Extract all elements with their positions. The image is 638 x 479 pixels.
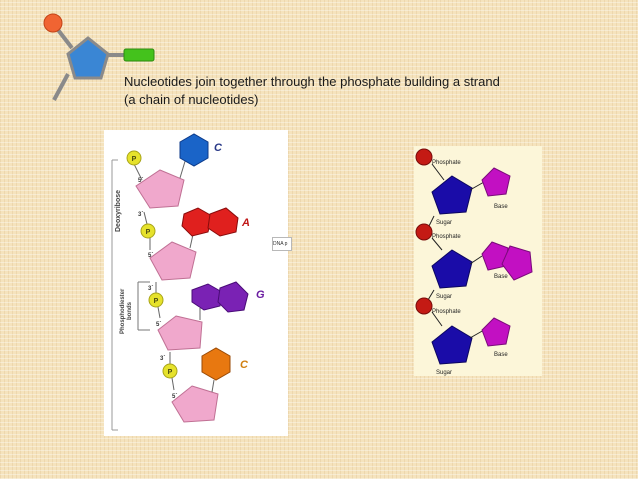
phosphate-icon [415, 223, 433, 241]
sugar-label: Sugar [436, 370, 452, 376]
base-label-g: G [256, 289, 265, 301]
sugar-icon [135, 169, 185, 209]
phosphate-symbol: P [132, 156, 137, 163]
strand-unit-2: Phosphate Base Sugar [415, 223, 533, 301]
nucleotide-logo-icon [43, 13, 155, 101]
caption-line-1: Nucleotides join together through the ph… [124, 74, 500, 89]
base-icon-right [501, 245, 533, 281]
base-label: Base [494, 274, 508, 280]
phosphate-label: Phosphate [432, 160, 461, 166]
base-c-icon [179, 133, 209, 167]
base-c2-icon [201, 347, 231, 381]
phosphate-icon [162, 363, 178, 379]
phosphate-symbol: P [154, 298, 159, 305]
sugar-label: Sugar [436, 220, 452, 226]
nucleotide-unit-3: P 5´ G [148, 281, 265, 351]
phosphate-icon [415, 148, 433, 166]
sugar-icon [171, 385, 219, 423]
deoxyribose-label: Deoxyribose [115, 190, 122, 232]
phosphate-label: Phosphate [432, 309, 461, 315]
phosphate-symbol: P [146, 229, 151, 236]
five-prime-label: 5´ [148, 253, 153, 259]
bonds-label: bonds [127, 301, 133, 320]
base-label: Base [494, 352, 508, 358]
fragment-label: DNA p [272, 237, 292, 251]
base-g-icon-left [191, 283, 223, 311]
base-label-a: A [241, 217, 250, 229]
sugar-icon [431, 175, 473, 215]
caption-line-2: (a chain of nucleotides) [124, 92, 259, 107]
base-icon [481, 167, 511, 197]
five-prime-label: 5´ [156, 322, 161, 328]
nucleotide-unit-1: P 5´ C [126, 133, 223, 209]
nucleotide-chain-diagram: Deoxyribose Phosphodiester bonds P 5´ C … [104, 130, 288, 436]
strand-diagram: Phosphate Base Sugar Phosphate Base Suga… [414, 146, 542, 376]
caption: Nucleotides join together through the ph… [124, 73, 624, 109]
nucleotide-unit-4: P 5´ C [162, 347, 249, 423]
base-icon-left [481, 241, 509, 271]
five-prime-label: 5´ [138, 178, 143, 184]
phosphodiester-label: Phosphodiester [120, 288, 126, 334]
five-prime-label: 5´ [172, 394, 177, 400]
base-a-icon-left [181, 207, 213, 237]
base-g-icon-right [217, 281, 249, 313]
sugar-label: Sugar [436, 294, 452, 300]
strand-unit-3: Phosphate Base Sugar [415, 297, 511, 376]
sugar-icon [431, 249, 473, 289]
three-prime-label: 3´ [138, 212, 143, 218]
base-label: Base [494, 204, 508, 210]
phosphate-icon [415, 297, 433, 315]
strand-unit-1: Phosphate Base Sugar [415, 148, 511, 229]
phosphate-icon [126, 150, 142, 166]
sugar-icon [157, 315, 203, 351]
base-icon [481, 317, 511, 347]
three-prime-label: 3´ [160, 356, 165, 362]
base-label-c: C [214, 142, 223, 154]
phosphate-icon [148, 292, 164, 308]
three-prime-label: 3´ [148, 286, 153, 292]
phosphate-icon [140, 223, 156, 239]
phosphate-label: Phosphate [432, 234, 461, 240]
base-a-icon-right [207, 207, 239, 237]
nucleotide-unit-2: P 5´ A [140, 207, 250, 281]
phosphate-symbol: P [168, 369, 173, 376]
base-label-c2: C [240, 359, 249, 371]
sugar-icon [149, 241, 197, 281]
sugar-icon [431, 325, 473, 365]
